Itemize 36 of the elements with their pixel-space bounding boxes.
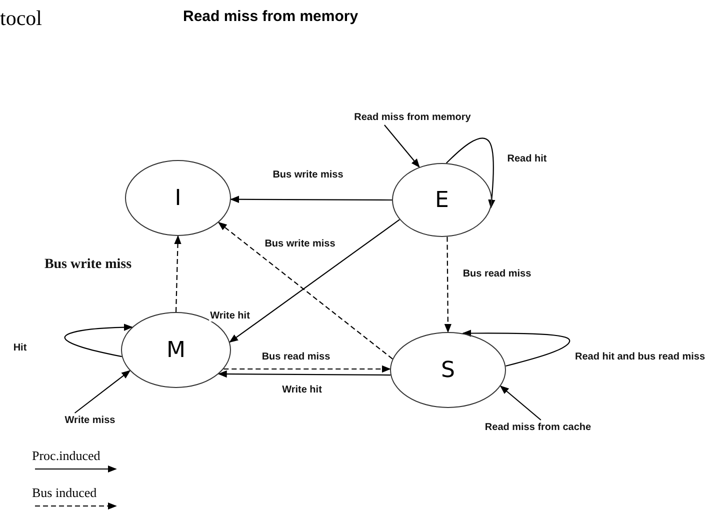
edge-label: Bus write miss xyxy=(264,238,336,250)
heading-fragment: tocol xyxy=(0,6,42,31)
arrow xyxy=(64,324,133,358)
dashed-arrow xyxy=(174,235,182,312)
event-label: Read miss from memory xyxy=(330,110,495,125)
state-circle xyxy=(392,163,492,237)
dashed-arrow xyxy=(218,222,393,360)
dashed-arrow xyxy=(224,365,391,373)
arrow xyxy=(74,370,131,414)
state-name: I xyxy=(174,186,182,210)
state-circle xyxy=(390,332,506,408)
arrow xyxy=(229,219,400,343)
edge-label: Bus read miss xyxy=(462,268,532,280)
edge-label: Hit xyxy=(12,342,28,354)
legend-text: Bus induced xyxy=(32,485,97,501)
edge-label: Write hit xyxy=(281,384,323,396)
edge-label: Read hit and bus read miss xyxy=(574,352,706,362)
edge-label: Write hit xyxy=(209,310,251,322)
legend-text: Proc.induced xyxy=(32,448,100,464)
edge-label: Bus read miss xyxy=(260,352,332,362)
state-name: S xyxy=(441,358,455,382)
arrow xyxy=(384,124,420,168)
event-label: Read miss from cache xyxy=(466,420,610,435)
edge-label: Bus write miss xyxy=(272,170,344,180)
event-label: Write miss xyxy=(52,413,128,428)
heading: Read miss from memory xyxy=(183,8,358,25)
arrow xyxy=(462,330,570,367)
arrow xyxy=(446,138,496,209)
state-circle xyxy=(125,160,231,236)
state-name: M xyxy=(166,338,186,362)
arrow xyxy=(500,385,542,420)
arrow xyxy=(218,370,391,378)
state-name: E xyxy=(435,188,449,212)
arrow xyxy=(230,196,392,203)
edge-label: Read hit xyxy=(506,154,548,164)
dashed-arrow xyxy=(444,236,452,333)
